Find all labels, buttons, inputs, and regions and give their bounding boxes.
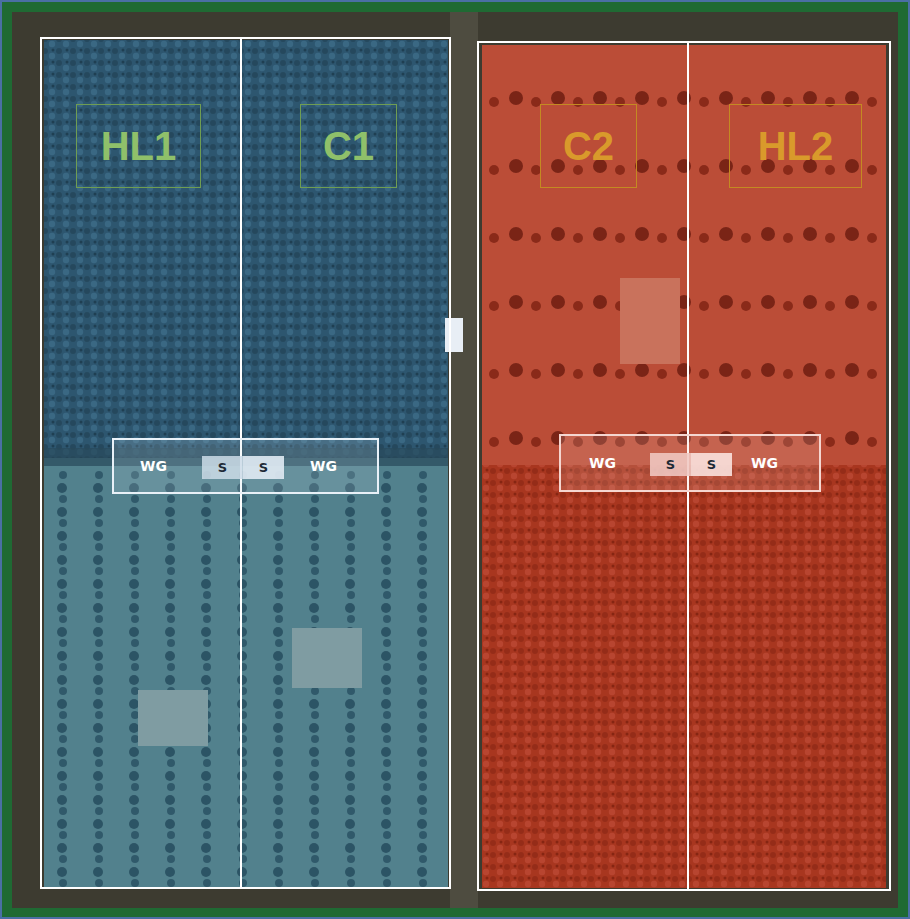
sensor-box: S bbox=[202, 456, 243, 479]
sensor-label: S bbox=[218, 460, 227, 475]
band-label: WG bbox=[140, 458, 167, 474]
plot-label-box: HL2 bbox=[729, 104, 862, 188]
plot-name: C2 bbox=[563, 124, 614, 169]
band-label: WG bbox=[310, 458, 337, 474]
sensor-label: S bbox=[259, 460, 268, 475]
sampling-band: WG WG S S bbox=[559, 434, 821, 492]
sensor-box: S bbox=[650, 453, 691, 476]
sensor-label: S bbox=[666, 457, 675, 472]
sensor-box: S bbox=[243, 456, 284, 479]
plot-label-box: C2 bbox=[540, 104, 637, 188]
plot-label-box: C1 bbox=[300, 104, 397, 188]
sensor-box: S bbox=[691, 453, 732, 476]
sampling-band: WG WG S S bbox=[112, 438, 379, 494]
sensor-label: S bbox=[707, 457, 716, 472]
plot-name: HL1 bbox=[101, 124, 177, 169]
plot-name: HL2 bbox=[758, 124, 834, 169]
band-label: WG bbox=[751, 455, 778, 471]
band-label: WG bbox=[589, 455, 616, 471]
plot-name: C1 bbox=[323, 124, 374, 169]
plot-label-box: HL1 bbox=[76, 104, 201, 188]
